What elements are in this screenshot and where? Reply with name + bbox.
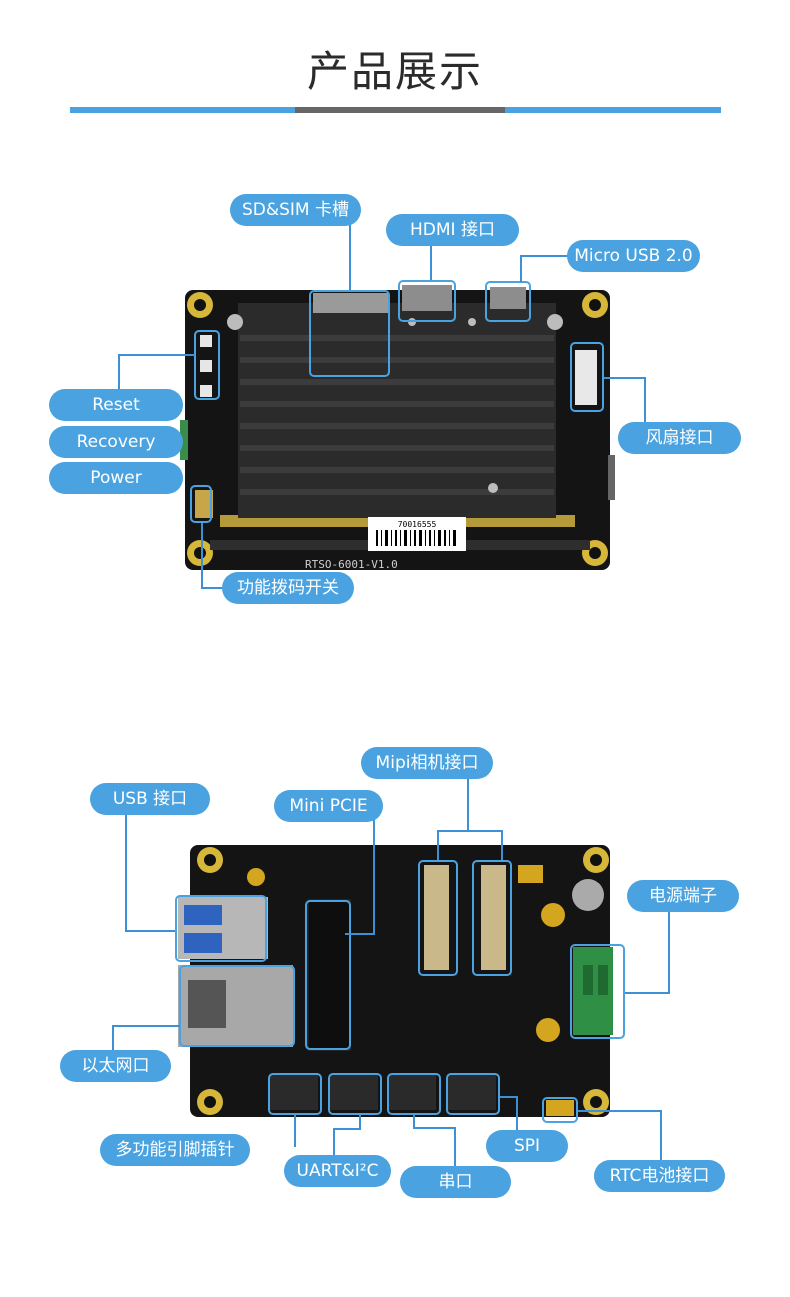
mipi-highlight-2: [472, 860, 512, 976]
hdmi-highlight: [398, 280, 456, 322]
callout-usb-port: USB 接口: [90, 783, 210, 815]
page-title: 产品展示: [306, 47, 483, 96]
micro-usb-leader-h: [520, 255, 568, 257]
header-highlight-2: [328, 1073, 382, 1115]
hdmi-leader: [430, 244, 432, 280]
buttons-highlight: [194, 330, 220, 400]
title-rule-left: [70, 107, 295, 113]
sd-sim-highlight: [309, 290, 390, 377]
barcode-number: 70016555: [398, 520, 437, 529]
callout-fan-connector: 风扇接口: [618, 422, 741, 454]
rtc-leader-v: [660, 1110, 662, 1160]
power-leader-v: [668, 910, 670, 994]
power-terminal-highlight: [570, 944, 625, 1039]
callout-recovery-button: Recovery: [49, 426, 183, 458]
ethernet-leader-v: [112, 1025, 114, 1052]
ethernet-highlight: [179, 965, 295, 1047]
callout-serial-port: 串口: [400, 1166, 511, 1198]
callout-multi-function-header: 多功能引脚插针: [100, 1134, 250, 1166]
mipi-leader-v: [467, 778, 469, 832]
header-highlight-4: [446, 1073, 500, 1115]
power-leader-h: [625, 992, 670, 994]
pcie-leader-h: [345, 933, 375, 935]
fan-highlight: [570, 342, 604, 412]
uart-leader-v: [333, 1130, 335, 1155]
callout-reset-button: Reset: [49, 389, 183, 421]
spi-leader-h: [500, 1096, 518, 1098]
board-top-image: 70016555 RTSO-6001-V1.0: [180, 285, 615, 571]
dip-leader-v: [201, 523, 203, 589]
serial-leader-v2: [454, 1127, 456, 1167]
callout-power-terminal: 电源端子: [627, 880, 739, 912]
serial-leader-h: [413, 1127, 456, 1129]
header-highlight-1: [268, 1073, 322, 1115]
uart-leader-h: [333, 1128, 361, 1130]
title-rule-mid: [295, 107, 505, 113]
spi-leader-v: [516, 1096, 518, 1130]
serial-leader-v1: [413, 1115, 415, 1129]
fan-leader-h: [604, 377, 646, 379]
board-model-label: RTSO-6001-V1.0: [305, 558, 398, 571]
callout-ethernet-port: 以太网口: [60, 1050, 171, 1082]
buttons-leader-h: [118, 354, 195, 356]
usb-leader-h: [125, 930, 175, 932]
usb-leader-v: [125, 814, 127, 932]
callout-sd-sim-slot: SD&SIM 卡槽: [230, 194, 361, 226]
uart-leader-up: [359, 1115, 361, 1130]
pcie-leader-v: [373, 820, 375, 935]
callout-micro-usb: Micro USB 2.0: [567, 240, 700, 272]
callout-power-button: Power: [49, 462, 183, 494]
rtc-leader-h: [578, 1110, 662, 1112]
callout-dip-switch: 功能拨码开关: [222, 572, 354, 604]
buttons-leader-v: [118, 354, 120, 392]
title-rule-right: [505, 107, 721, 113]
micro-usb-leader-v: [520, 255, 522, 282]
mipi-leader-h: [437, 830, 503, 832]
callout-mini-pcie: Mini PCIE: [274, 790, 383, 822]
callout-rtc-battery: RTC电池接口: [594, 1160, 725, 1192]
sd-sim-leader: [349, 223, 351, 290]
callout-mipi-camera: Mipi相机接口: [361, 747, 493, 779]
dip-switch-highlight: [190, 485, 212, 523]
mipi-highlight-1: [418, 860, 458, 976]
callout-uart-i2c: UART&I²C: [284, 1155, 391, 1187]
multi-leader-v: [294, 1115, 296, 1147]
usb-highlight: [175, 895, 267, 962]
mini-pcie-highlight: [305, 900, 351, 1050]
callout-spi: SPI: [486, 1130, 568, 1162]
rtc-highlight: [542, 1097, 578, 1123]
mipi-leader-r: [501, 830, 503, 860]
fan-leader-v: [644, 377, 646, 424]
ethernet-leader-h: [112, 1025, 180, 1027]
callout-hdmi-port: HDMI 接口: [386, 214, 519, 246]
dip-leader-h: [201, 587, 225, 589]
micro-usb-highlight: [485, 281, 531, 322]
mipi-leader-l: [437, 830, 439, 860]
header-highlight-3: [387, 1073, 441, 1115]
board-bottom-image: [178, 845, 613, 1117]
